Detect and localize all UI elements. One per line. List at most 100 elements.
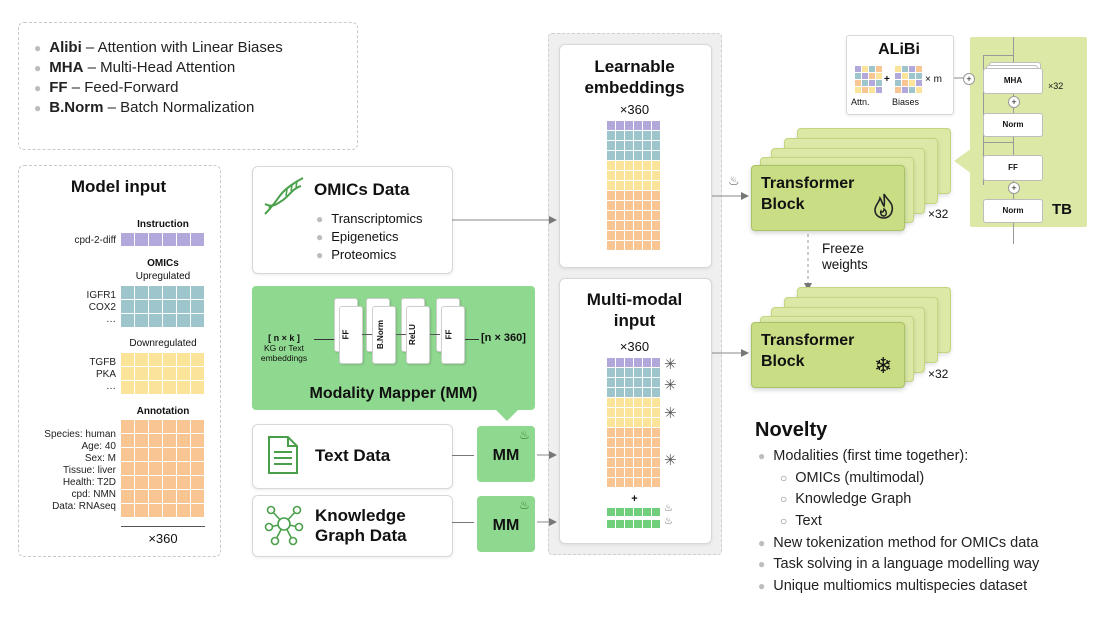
annotation-row: Tissue: liver — [63, 465, 116, 476]
legend-alibi: ●Alibi – Attention with Linear Biases — [34, 39, 283, 56]
mapper-layer — [339, 306, 363, 364]
downregulated-label: Downregulated — [129, 338, 197, 349]
model-input-width: ×360 — [148, 531, 178, 546]
flame-icon: ♨ — [519, 498, 530, 512]
annotation-row: Data: RNAseq — [52, 501, 116, 512]
add-node: + — [1008, 96, 1020, 108]
legend-box — [18, 22, 358, 150]
omics-item: ●Transcriptomics — [316, 211, 423, 226]
multimodal-grid — [607, 358, 660, 487]
tb-callout — [954, 148, 972, 174]
legend-bnorm: ●B.Norm – Batch Normalization — [34, 99, 255, 116]
mha-box: MHA — [983, 68, 1043, 94]
snowflake-icon: ✳ — [664, 377, 677, 394]
plus-sign: + — [631, 493, 638, 505]
annotation-row: Age: 40 — [81, 441, 116, 452]
tb-label: TB — [1052, 201, 1072, 218]
omics-item: ●Proteomics — [316, 247, 397, 262]
annotation-heading: Annotation — [136, 406, 190, 417]
down-gene: … — [106, 381, 116, 392]
novelty-item: ●New tokenization method for OMICs data — [758, 535, 1039, 551]
snowflake-icon: ✳ — [664, 452, 677, 469]
text-data-title: Text Data — [315, 446, 391, 465]
down-gene: PKA — [95, 369, 116, 380]
modality-mapper-title: Modality Mapper (MM) — [309, 385, 478, 402]
mapper-callout — [495, 409, 519, 421]
omics-heading: OMICs — [147, 258, 179, 269]
upregulated-grid — [121, 286, 204, 327]
up-gene: IGFR1 — [86, 290, 116, 301]
up-gene: COX2 — [88, 302, 116, 313]
mapper-input-desc: embeddings — [260, 353, 308, 363]
alibi-title: ALiBi — [878, 41, 920, 58]
mapper-input-desc: KG or Text — [264, 343, 304, 353]
mapper-layer — [372, 306, 396, 364]
down-gene: TGFB — [89, 357, 116, 368]
norm-box: Norm — [983, 199, 1043, 223]
flame-icon: ♨ — [664, 516, 673, 527]
omics-data-card — [252, 166, 453, 274]
novelty-item: ○OMICs (multimodal) — [780, 470, 925, 486]
downregulated-grid — [121, 353, 204, 394]
graph-icon — [264, 505, 304, 546]
width-line — [121, 526, 205, 527]
novelty-item: ●Unique multiomics multispecies dataset — [758, 578, 1028, 594]
up-gene: … — [106, 314, 116, 325]
text-data-card — [252, 424, 453, 489]
transformer-bottom-repeat: ×32 — [928, 367, 949, 381]
novelty-item: ○Text — [780, 513, 822, 529]
annotation-row: cpd: NMN — [71, 489, 116, 500]
ff-box: FF — [983, 155, 1043, 181]
instruction-grid — [121, 233, 204, 246]
flame-icon: ♨ — [728, 173, 740, 188]
text-mm-block: MM — [477, 426, 535, 482]
multimodal-width: ×360 — [619, 339, 650, 354]
biases-matrix — [895, 66, 922, 93]
novelty-item: ●Task solving in a language modelling wa… — [758, 556, 1040, 572]
learnable-width: ×360 — [619, 102, 650, 117]
mapper-output-dims: [n × 360] — [481, 332, 526, 344]
mapper-input-dims: [ n × k ] — [268, 333, 300, 343]
mapper-layer — [406, 306, 430, 364]
attn-matrix — [855, 66, 882, 93]
novelty-title: Novelty — [755, 419, 828, 441]
snowflake-icon: ❄ — [874, 353, 893, 378]
annotation-row: Health: T2D — [62, 477, 116, 488]
document-icon — [268, 436, 298, 474]
learnable-grid — [607, 121, 660, 250]
transformer-top-repeat: ×32 — [928, 207, 949, 221]
mm-token-row — [607, 508, 660, 516]
flame-icon: ♨ — [664, 503, 673, 514]
add-node: + — [1008, 182, 1020, 194]
mm-token-row — [607, 520, 660, 528]
omics-data-title: OMICs Data — [314, 180, 410, 199]
snowflake-icon: ✳ — [664, 356, 677, 373]
mapper-layer — [441, 306, 465, 364]
novelty-item: ●Modalities (first time together): — [758, 448, 969, 464]
add-node: + — [963, 73, 975, 85]
instruction-heading: Instruction — [137, 219, 189, 230]
instruction-label: cpd-2-diff — [74, 235, 116, 246]
legend-ff: ●FF – Feed-Forward — [34, 79, 179, 96]
annotation-row: Sex: M — [84, 453, 116, 464]
dna-icon — [264, 177, 304, 215]
novelty-item: ○Knowledge Graph — [780, 491, 912, 507]
omics-item: ●Epigenetics — [316, 229, 399, 244]
transformer-block-frozen: Transformer Block ❄ — [751, 322, 905, 388]
transformer-block-trainable: Transformer Block — [751, 165, 905, 231]
norm-box: Norm — [983, 113, 1043, 137]
model-input-title: Model input — [70, 177, 167, 196]
annotation-row: Species: human — [44, 429, 116, 440]
legend-mha: ●MHA – Multi-Head Attention — [34, 59, 236, 76]
mapper-arrow — [314, 339, 336, 340]
flame-icon — [874, 193, 894, 219]
kg-mm-block: MM — [477, 496, 535, 552]
upregulated-label: Upregulated — [135, 271, 191, 282]
snowflake-icon: ✳ — [664, 405, 677, 422]
annotation-grid — [121, 420, 204, 517]
flame-icon: ♨ — [519, 428, 530, 442]
